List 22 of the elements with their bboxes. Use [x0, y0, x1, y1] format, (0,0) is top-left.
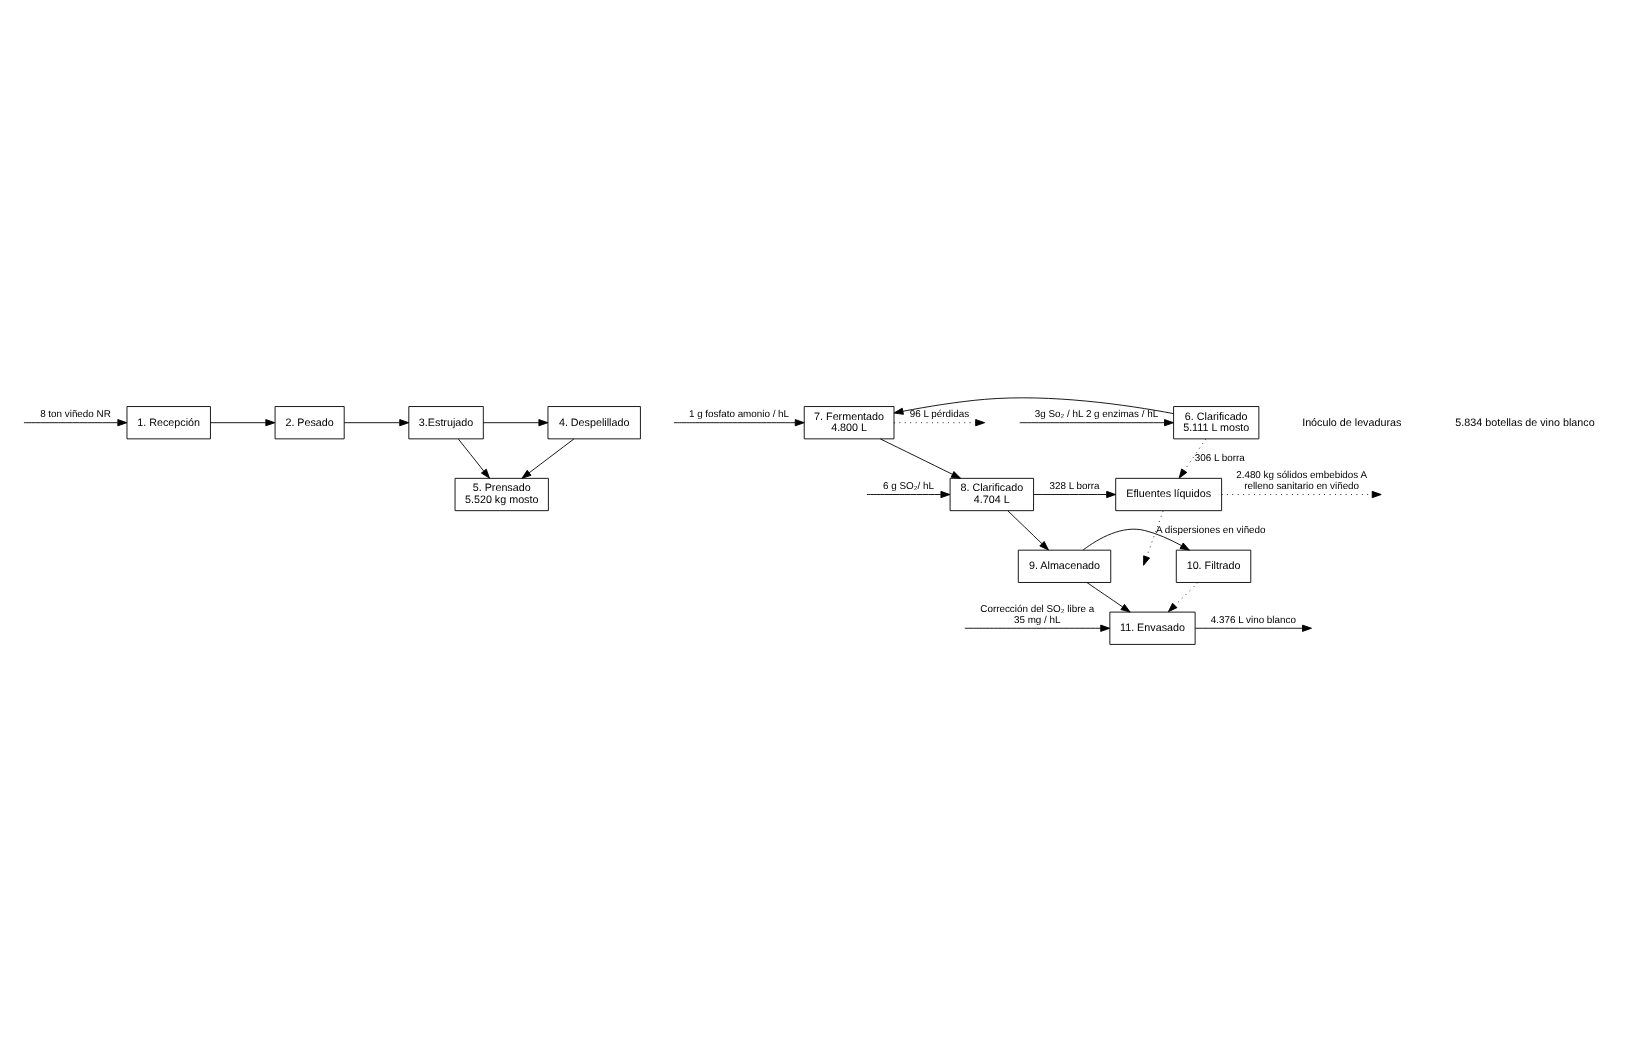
arrow — [964, 623, 1111, 631]
arrow — [343, 418, 410, 426]
arrow — [521, 437, 575, 478]
arrow — [893, 396, 1175, 414]
arrow — [893, 418, 986, 426]
arrow — [1167, 581, 1199, 612]
arrow — [1194, 623, 1312, 631]
arrow — [1221, 489, 1382, 498]
arrow — [210, 418, 276, 426]
arrow — [673, 418, 805, 426]
arrow — [879, 437, 962, 478]
arrow — [482, 418, 549, 426]
arrow — [1082, 527, 1190, 550]
arrow — [1019, 418, 1174, 426]
arrow — [1143, 509, 1164, 565]
arrow — [1033, 489, 1117, 498]
arrow — [23, 418, 128, 426]
arrow — [1007, 509, 1049, 550]
arrow — [866, 489, 951, 498]
arrow — [1178, 437, 1207, 478]
arrow — [458, 437, 490, 478]
arrow — [1086, 581, 1131, 612]
